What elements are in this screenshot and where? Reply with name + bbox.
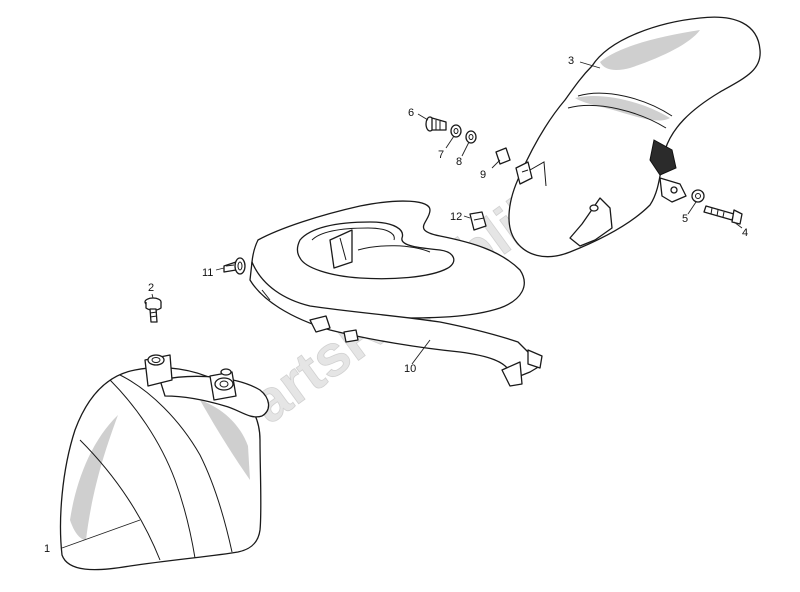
bolt-4-icon: [703, 205, 743, 225]
callout-7: 7: [438, 149, 444, 161]
washer-5-icon: [691, 189, 705, 203]
screw-2-icon: [144, 297, 162, 323]
front-mudguard: [59, 354, 270, 571]
callout-4: 4: [742, 227, 748, 239]
callout-9: 9: [480, 169, 486, 181]
callout-10: 10: [404, 363, 416, 375]
clip-nut-12-icon: [469, 211, 487, 231]
callout-labels: 1 2 3 4 5 6 7 8 9 10 11 12: [44, 55, 748, 555]
callout-6: 6: [408, 107, 414, 119]
callout-12: 12: [450, 211, 462, 223]
screw-11-icon: [223, 257, 246, 275]
callout-1: 1: [44, 543, 50, 555]
callout-2: 2: [148, 282, 154, 294]
callout-11: 11: [202, 267, 213, 279]
callout-5: 5: [682, 213, 688, 225]
rear-mudguard: [508, 16, 761, 258]
callout-8: 8: [456, 156, 462, 168]
inner-liner: [249, 200, 543, 387]
callout-3: 3: [568, 55, 574, 67]
screw-6-icon: [425, 116, 447, 132]
leader-lines: [61, 61, 743, 549]
washer-7-icon: [450, 124, 462, 138]
washer-8-icon: [465, 130, 477, 144]
